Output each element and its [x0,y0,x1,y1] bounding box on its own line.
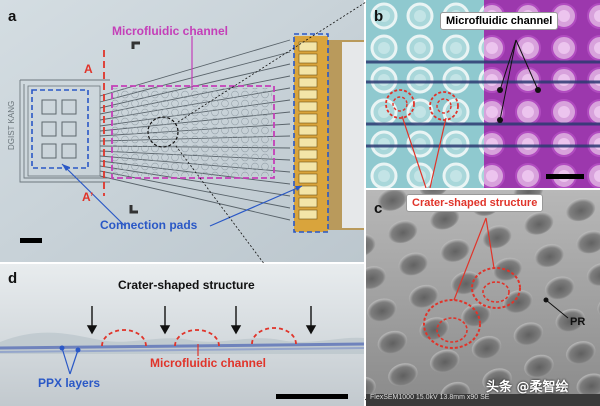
scale-bar-b [546,174,584,179]
pr-label: PR [570,316,586,328]
section-a-prime-label: A’ [82,190,94,204]
panel-b: b Microfluidic channel [366,0,600,188]
panel-b-graphic [366,0,600,188]
microfluidic-channel-label: Microfluidic channel [112,24,229,38]
crater-shaped-structure-box: Crater-shaped structure [406,194,544,212]
panel-c-graphic [366,190,600,406]
panel-d: d Crater-shaped structure Microfluidic c… [0,264,364,406]
watermark: 头条 @柔智绘 [486,380,569,395]
panel-b-label: b [374,8,384,25]
panel-c: c Crater-shaped structure PR FlexSEM1000… [366,190,600,406]
panel-d-graphic [0,264,364,406]
panel-d-label: d [8,270,18,287]
crater-shaped-structure-label: Crater-shaped structure [118,278,255,292]
scale-bar-d [276,394,348,399]
chip-text: DGIST KANG [7,100,16,150]
microfluidic-channel-label-d: Microfluidic channel [150,356,267,370]
connection-pads-label: Connection pads [100,218,198,232]
scale-bar-a [20,238,42,243]
ppx-layers-label: PPX layers [38,376,101,390]
panel-a: a Microfluidic channel Connection pads A… [0,0,364,262]
microfluidic-channel-box: Microfluidic channel [440,12,559,30]
panel-c-label: c [374,200,383,217]
section-a-label: A [84,62,93,76]
sem-info: FlexSEM1000 15.0kV 13.8mm x90 SE [370,394,490,401]
panel-a-label: a [8,8,17,25]
